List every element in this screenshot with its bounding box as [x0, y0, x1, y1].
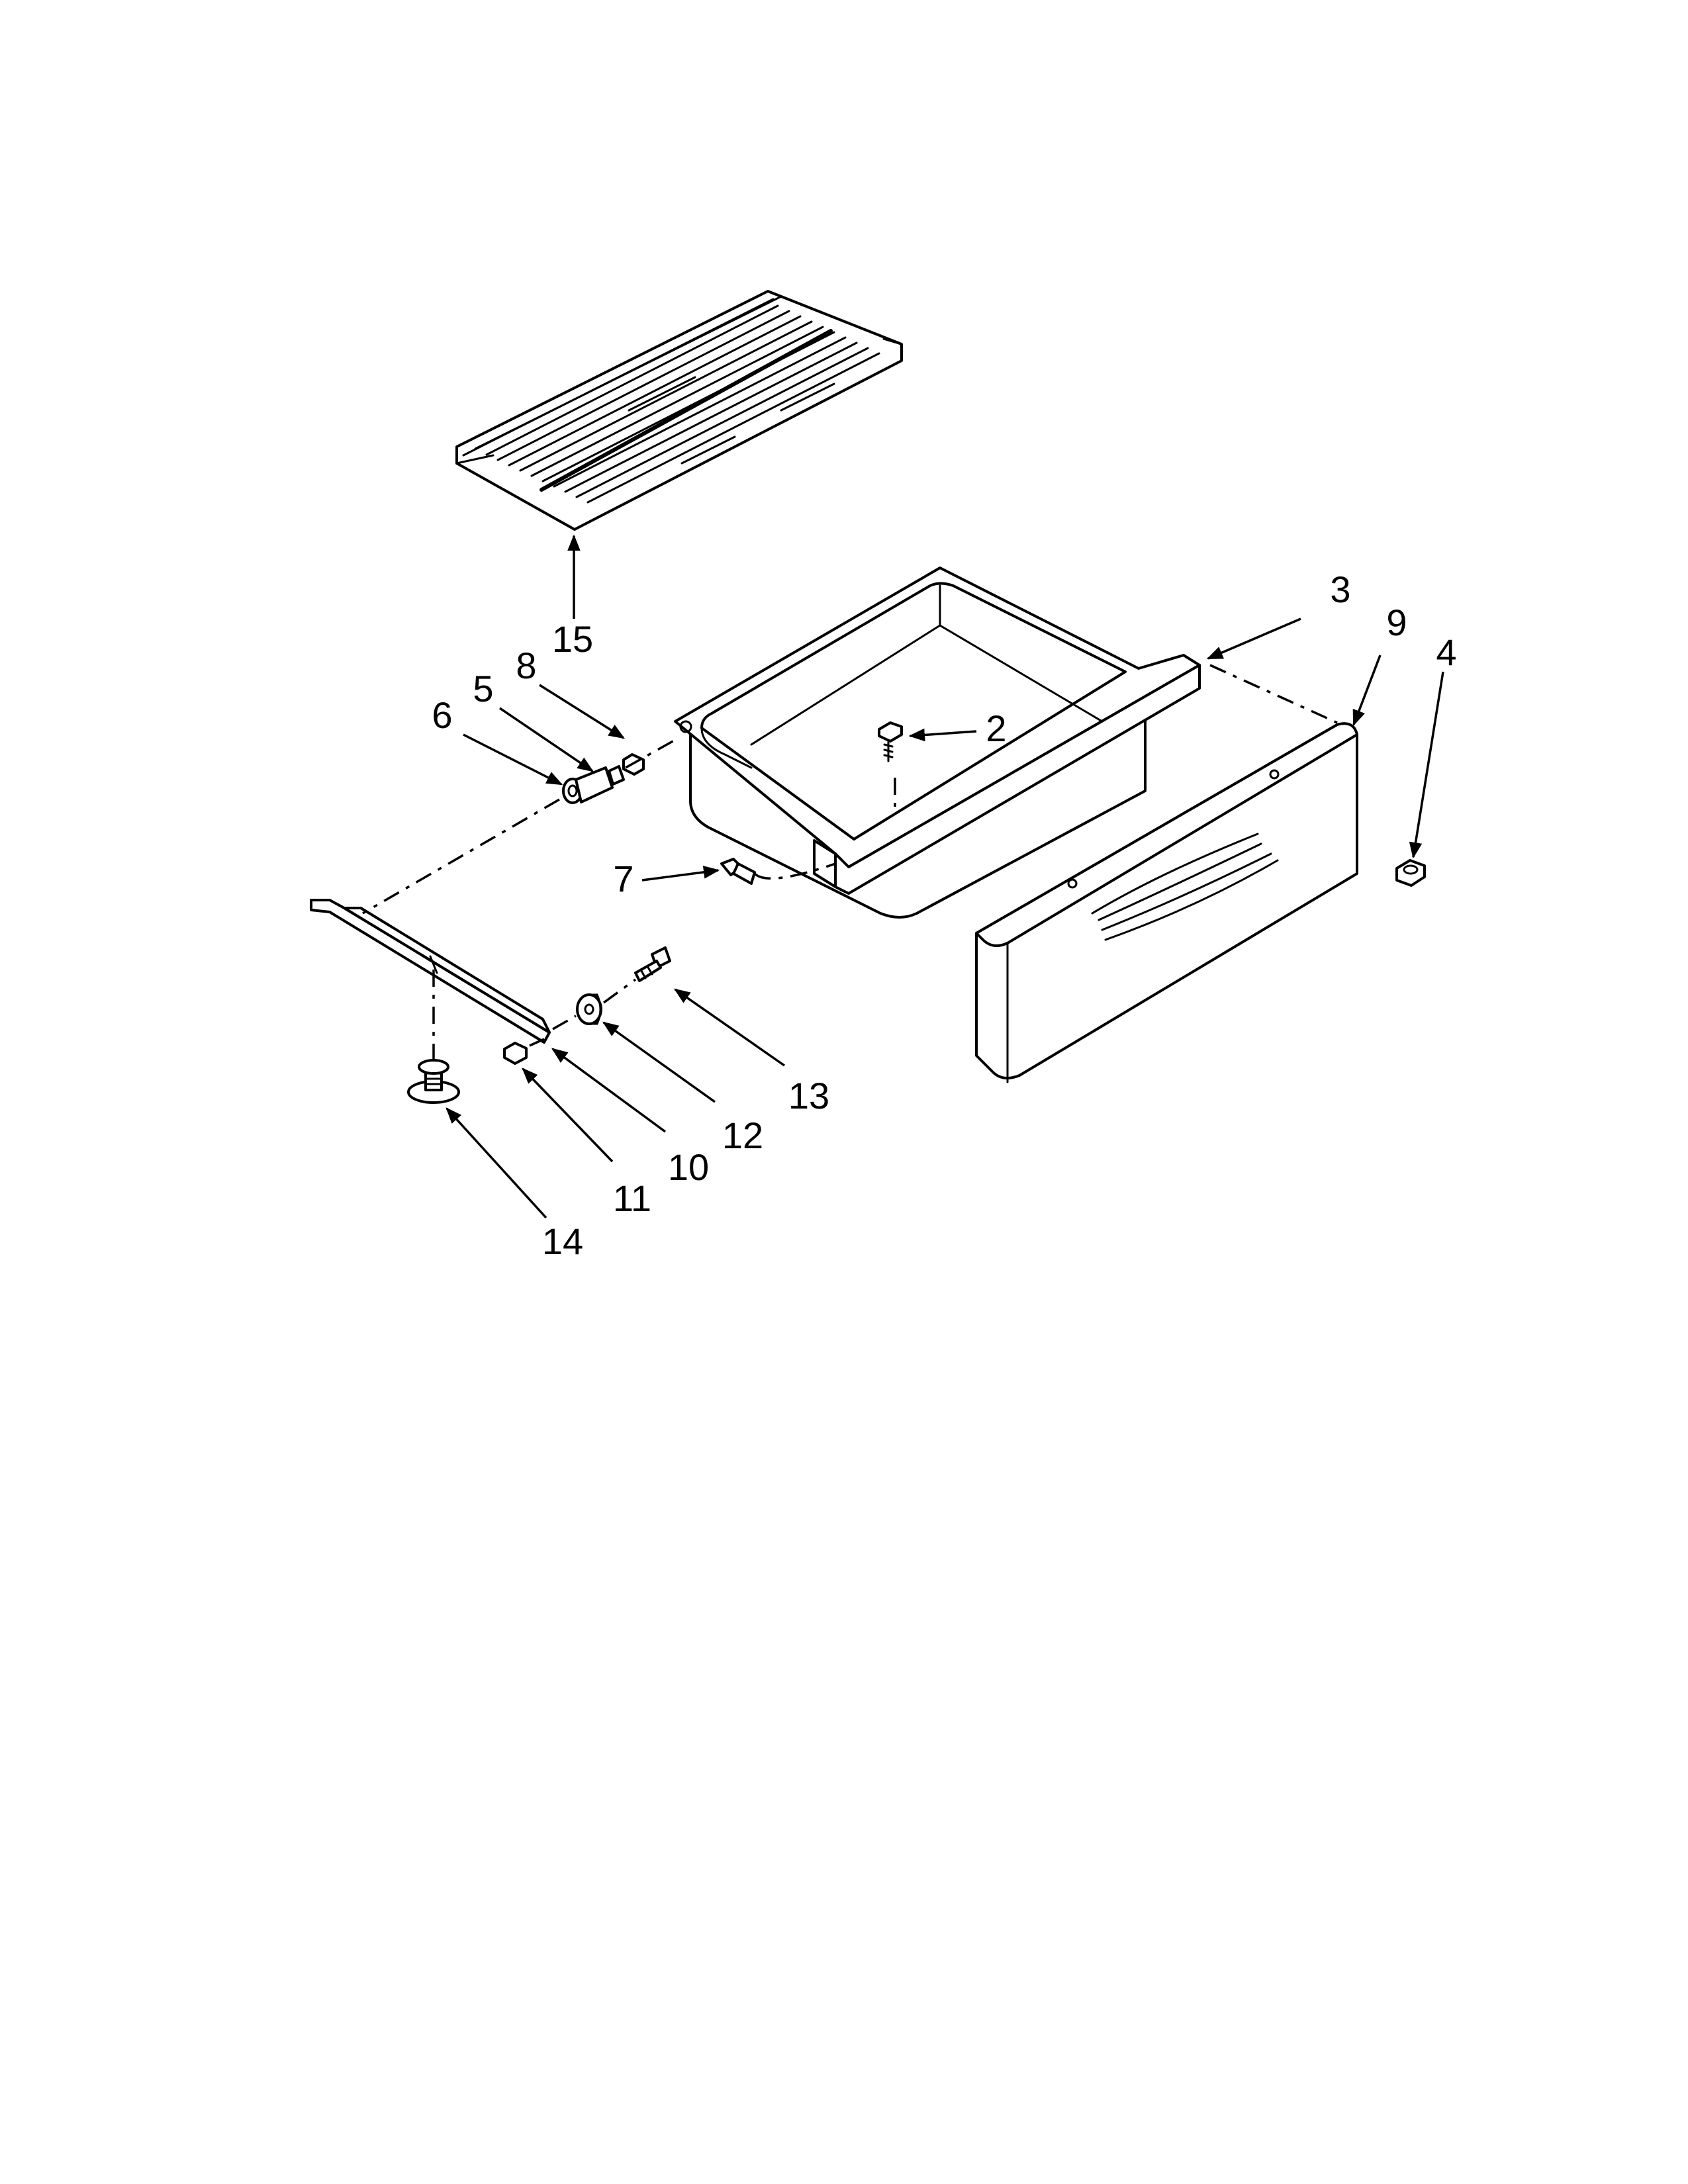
assembly-lines	[362, 664, 1338, 1059]
callout-label: 6	[432, 694, 452, 736]
callout-label: 15	[552, 618, 593, 660]
callout-label: 3	[1330, 569, 1350, 610]
callout-label: 12	[722, 1115, 763, 1156]
callout-label: 7	[613, 858, 633, 899]
roller	[576, 993, 602, 1025]
drawer-front-panel	[975, 722, 1358, 1083]
drawer-pan	[674, 567, 1201, 919]
oven-rack	[455, 290, 903, 531]
callout-label: 13	[788, 1075, 829, 1116]
rack-wires	[462, 295, 880, 504]
screw	[503, 1042, 528, 1065]
slide-rail	[310, 899, 551, 1044]
callout-label: 9	[1386, 602, 1407, 643]
callout-labels: 15 3 9 4 8 5 6 2 7 13 12 10 11 14	[432, 569, 1456, 1262]
glide-assembly	[562, 753, 645, 804]
leveling-leg	[407, 1059, 460, 1104]
callout-label: 14	[542, 1220, 583, 1262]
callout-label: 4	[1436, 631, 1456, 673]
leader-arrows	[445, 534, 1444, 1219]
callout-label: 11	[613, 1177, 651, 1219]
screw	[720, 858, 756, 885]
bolt	[634, 946, 671, 982]
callout-label: 8	[516, 645, 536, 686]
screw	[878, 721, 903, 762]
callout-label: 10	[668, 1146, 709, 1188]
callout-label: 2	[986, 707, 1006, 749]
nut	[1395, 859, 1426, 887]
callout-label: 5	[473, 668, 493, 709]
